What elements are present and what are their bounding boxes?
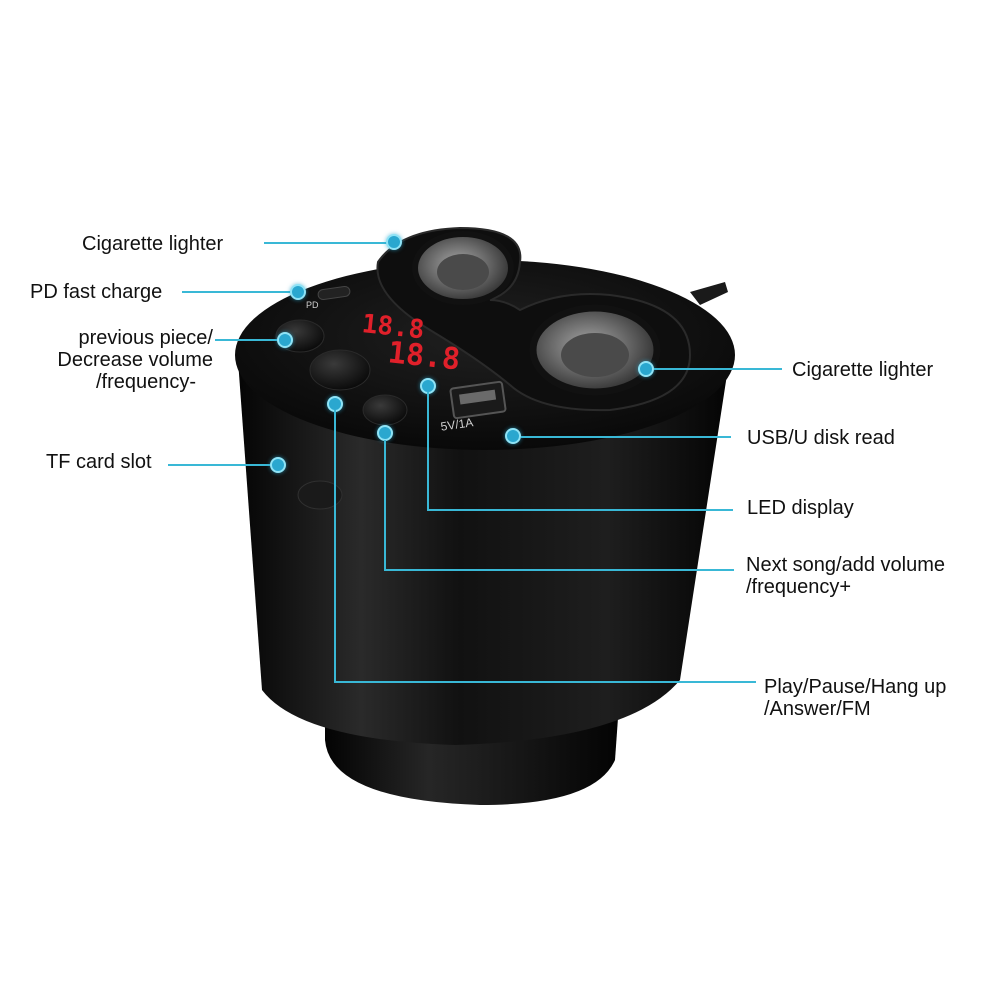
callout-label-lighter-right: Cigarette lighter bbox=[792, 359, 934, 381]
callout-line-tf bbox=[168, 464, 276, 466]
led-readout-2: 18.8 bbox=[386, 335, 462, 377]
callout-label-play-pause: Play/Pause/Hang up /Answer/FM bbox=[764, 676, 946, 720]
callout-label-usb-disk-read: USB/U disk read bbox=[747, 427, 895, 449]
callout-label-previous-line-3: /frequency- bbox=[96, 371, 197, 393]
callout-line-previous bbox=[215, 339, 285, 341]
pd-port-label: PD bbox=[306, 300, 319, 310]
callout-label-next-song-line-2: /frequency+ bbox=[746, 576, 852, 598]
callout-dot-lighter-left bbox=[386, 234, 402, 250]
next-button bbox=[362, 394, 408, 426]
callout-line-led-horizontal bbox=[427, 509, 733, 511]
callout-label-pd-fast-charge: PD fast charge bbox=[30, 281, 163, 303]
power-plug-stub bbox=[690, 282, 728, 305]
callout-line-next-vertical bbox=[384, 440, 386, 570]
callout-label-play-pause-line-1: Play/Pause/Hang up bbox=[764, 676, 947, 698]
callout-label-lighter-left: Cigarette lighter bbox=[82, 233, 224, 255]
callout-label-next-song: Next song/add volume /frequency+ bbox=[746, 554, 945, 598]
callout-label-led-display: LED display bbox=[747, 497, 854, 519]
callout-dot-previous bbox=[277, 332, 293, 348]
callout-line-play-vertical bbox=[334, 410, 336, 682]
callout-dot-pd bbox=[290, 284, 306, 300]
callout-label-play-pause-line-2: /Answer/FM bbox=[764, 698, 871, 720]
callout-dot-next bbox=[377, 425, 393, 441]
callout-line-play-horizontal bbox=[334, 681, 756, 683]
play-pause-button bbox=[309, 349, 371, 391]
callout-label-previous-line-1: previous piece/ bbox=[78, 327, 213, 349]
led-readout-1: 18.8 bbox=[360, 309, 425, 345]
callout-dot-tf bbox=[270, 457, 286, 473]
callout-line-led-vertical bbox=[427, 392, 429, 510]
callout-label-tf-card-slot: TF card slot bbox=[46, 451, 152, 473]
callout-label-previous: previous piece/ Decrease volume /frequen… bbox=[40, 327, 213, 393]
callout-line-pd bbox=[182, 291, 297, 293]
usb-port-label: 5V/1A bbox=[440, 415, 474, 433]
cup-body bbox=[238, 355, 730, 745]
callout-line-lighter-right bbox=[654, 368, 782, 370]
callout-label-previous-line-2: Decrease volume bbox=[57, 349, 213, 371]
callout-label-next-song-line-1: Next song/add volume bbox=[746, 554, 946, 576]
pd-usbc-port bbox=[317, 285, 351, 301]
callout-line-next-horizontal bbox=[384, 569, 734, 571]
lighter-socket-right-inner bbox=[561, 333, 629, 377]
callout-dot-usb bbox=[505, 428, 521, 444]
callout-line-lighter-left bbox=[264, 242, 394, 244]
tf-card-slot-opening bbox=[297, 480, 343, 510]
usb-port-tongue bbox=[459, 389, 497, 405]
callout-dot-lighter-right bbox=[638, 361, 654, 377]
lighter-socket-left-inner bbox=[437, 254, 489, 290]
callout-line-usb bbox=[521, 436, 731, 438]
